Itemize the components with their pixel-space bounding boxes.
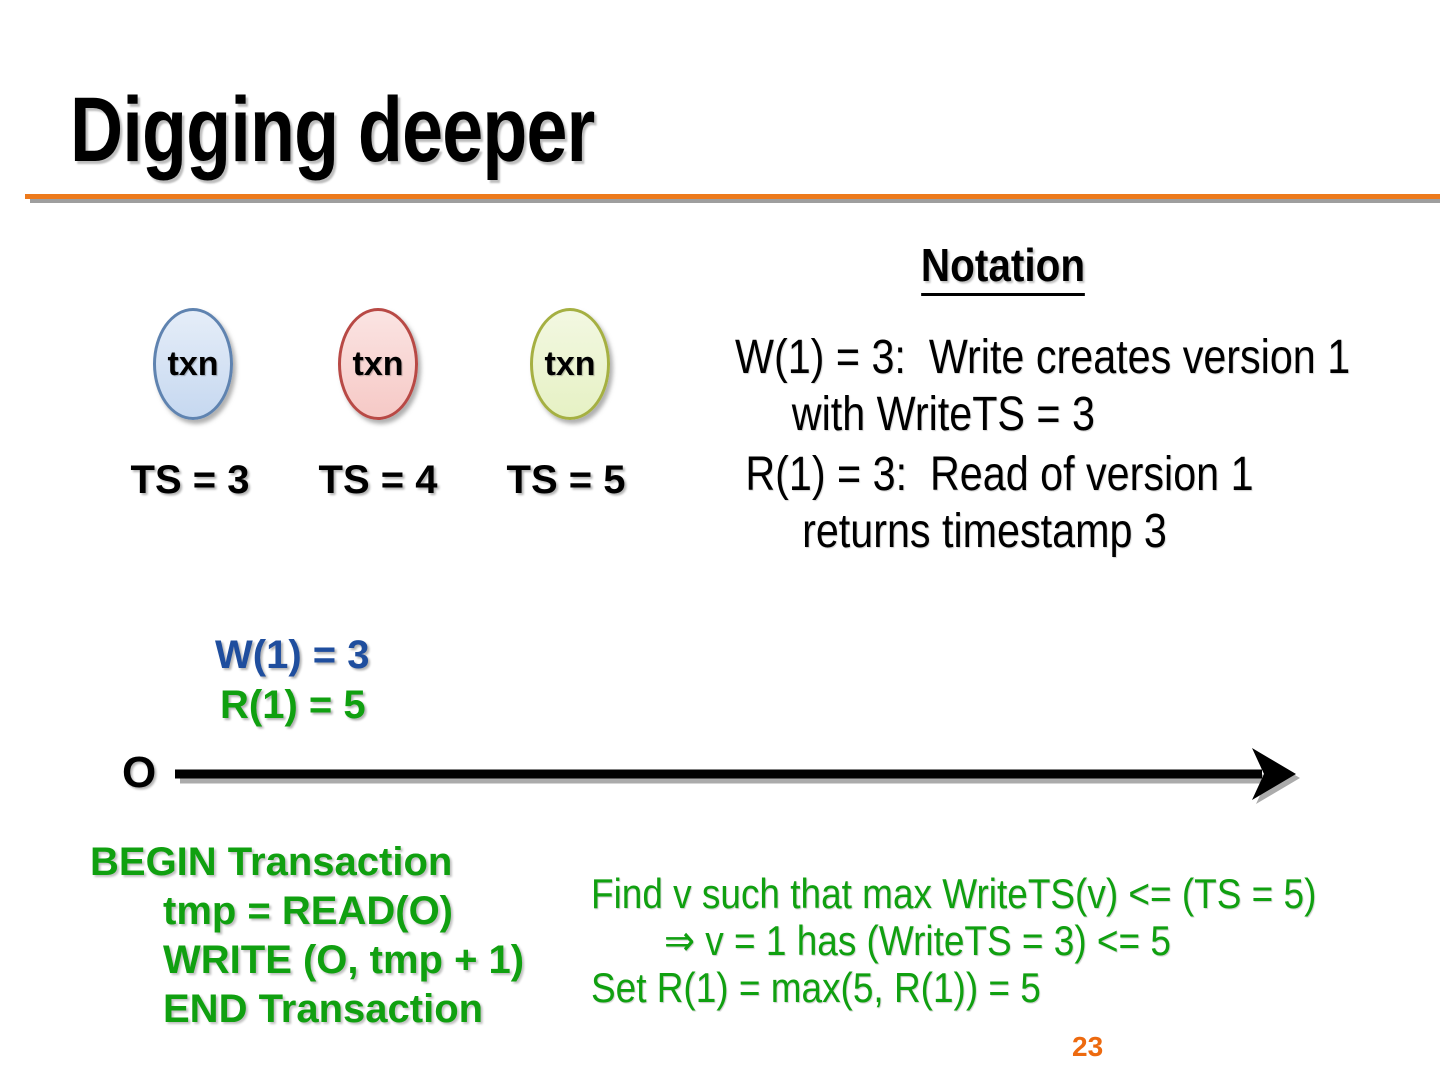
code-line: tmp = READ(O) bbox=[163, 889, 453, 933]
notation-read-line1: R(1) = 3: Read of version 1 bbox=[745, 448, 1254, 501]
txn-ellipse-red: txn bbox=[338, 308, 418, 420]
ts-label-3: TS = 3 bbox=[130, 458, 250, 502]
notation-heading: Notation bbox=[862, 238, 1144, 296]
timeline-read-label: R(1) = 5 bbox=[220, 683, 366, 727]
timeline-arrow bbox=[175, 748, 1300, 804]
code-line: END Transaction bbox=[163, 987, 484, 1031]
txn-label: txn bbox=[544, 344, 596, 383]
transaction-code-block: BEGIN Transaction tmp = READ(O) WRITE (O… bbox=[90, 838, 524, 1034]
timeline-object-label: O bbox=[122, 748, 157, 797]
title-rule-orange bbox=[25, 194, 1440, 199]
explanation-line: ⇒ v = 1 has (WriteTS = 3) <= 5 bbox=[664, 917, 1171, 964]
notation-write-line1: W(1) = 3: Write creates version 1 bbox=[735, 331, 1351, 384]
txn-label: txn bbox=[167, 344, 219, 383]
explanation-block: Find v such that max WriteTS(v) <= (TS =… bbox=[591, 870, 1316, 1011]
txn-ellipse-green: txn bbox=[530, 308, 610, 420]
txn-ellipse-blue: txn bbox=[153, 308, 233, 420]
page-number: 23 bbox=[1072, 1031, 1104, 1062]
notation-read-line2: returns timestamp 3 bbox=[802, 505, 1167, 558]
timeline-write-label: W(1) = 3 bbox=[215, 633, 370, 677]
ts-label-4: TS = 4 bbox=[318, 458, 438, 502]
title-rule-shadow bbox=[30, 199, 1440, 203]
code-line: BEGIN Transaction bbox=[90, 840, 453, 884]
explanation-line: Set R(1) = max(5, R(1)) = 5 bbox=[591, 964, 1041, 1011]
ts-label-5: TS = 5 bbox=[506, 458, 626, 502]
notation-write-line2: with WriteTS = 3 bbox=[791, 388, 1095, 441]
code-line: WRITE (O, tmp + 1) bbox=[163, 938, 525, 982]
txn-label: txn bbox=[352, 344, 404, 383]
explanation-line: Find v such that max WriteTS(v) <= (TS =… bbox=[591, 870, 1317, 917]
notation-heading-text: Notation bbox=[920, 239, 1086, 296]
slide-title: Digging deeper bbox=[70, 79, 595, 181]
arrowhead bbox=[1252, 748, 1296, 800]
